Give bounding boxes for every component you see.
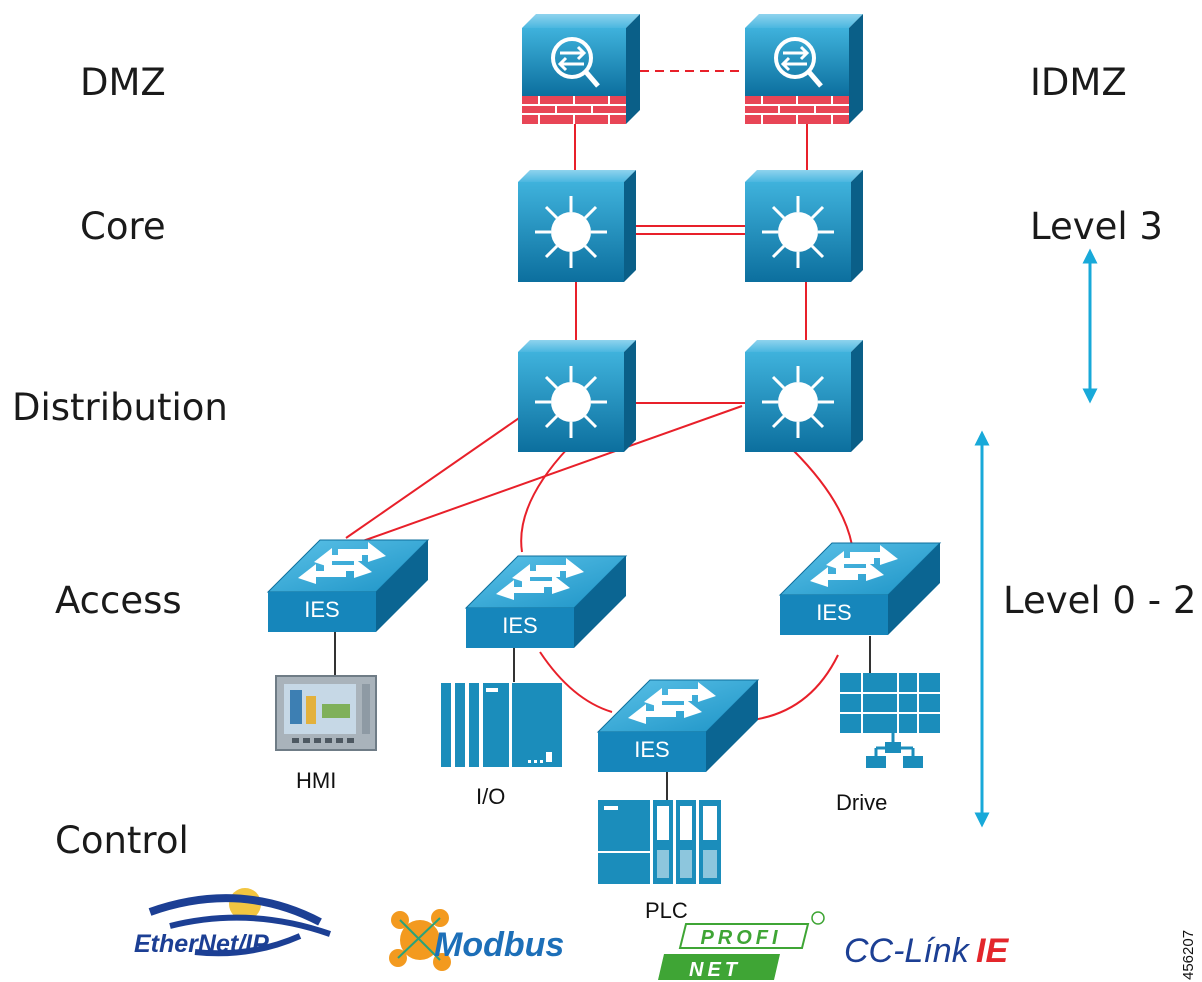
- figure-id: 456207: [1180, 929, 1197, 980]
- level-control: Control: [55, 819, 189, 862]
- profinet-bottom-text: NET: [689, 959, 741, 981]
- modbus-text: Modbus: [434, 926, 564, 964]
- label-drive: Drive: [836, 790, 888, 815]
- label-io: I/O: [476, 784, 506, 809]
- ring-dist2-ies4: [792, 449, 853, 546]
- distribution-switch-1: [516, 338, 638, 454]
- level-access: Access: [55, 579, 182, 622]
- switch-label: IES: [502, 613, 537, 638]
- firewall-dmz: [522, 14, 640, 124]
- link-dist2-ies1: [359, 405, 743, 543]
- ring-ies2-ies3: [539, 651, 613, 713]
- switch-label: IES: [304, 597, 339, 622]
- cclink-text: CC-Línk: [844, 932, 971, 970]
- hmi-device: [275, 675, 377, 751]
- ring-ies4-ies3: [751, 654, 839, 721]
- level-idmz: IDMZ: [1030, 61, 1127, 104]
- level-0-2: Level 0 - 2: [1003, 579, 1197, 622]
- drive-device: [840, 673, 940, 768]
- device-links: [334, 632, 871, 800]
- level-core: Core: [80, 205, 166, 248]
- core-switch-2: [743, 168, 865, 284]
- level-dmz: DMZ: [80, 61, 166, 104]
- access-switch-1: IES: [267, 539, 429, 633]
- access-switch-3: IES: [597, 679, 759, 773]
- firewall-idmz: [745, 14, 863, 124]
- distribution-switch-2: [743, 338, 865, 454]
- link-dist1-ies1: [345, 415, 523, 539]
- profinet-logo: PROFI NET: [658, 911, 825, 981]
- links: [345, 70, 853, 721]
- switch-label: IES: [816, 600, 851, 625]
- level-3: Level 3: [1030, 205, 1163, 248]
- access-switch-2: IES: [465, 555, 627, 649]
- io-device: [441, 683, 562, 767]
- label-hmi: HMI: [296, 768, 337, 793]
- label-plc: PLC: [645, 898, 688, 923]
- modbus-logo: Modbus: [389, 909, 564, 971]
- cclink-logo: CC-Línk IE: [844, 932, 1009, 970]
- level-distribution: Distribution: [12, 386, 228, 429]
- access-switch-4: IES: [779, 542, 941, 636]
- core-switch-1: [516, 168, 638, 284]
- plc-device: [598, 800, 721, 884]
- profinet-top-text: PROFI: [700, 927, 781, 949]
- ethernetip-logo: EtherNet/IP: [134, 888, 331, 958]
- ring-dist1-ies2: [520, 447, 569, 553]
- ethernetip-text: EtherNet/IP: [134, 930, 269, 958]
- cclink-ie-text: IE: [976, 932, 1009, 970]
- switch-label: IES: [634, 737, 669, 762]
